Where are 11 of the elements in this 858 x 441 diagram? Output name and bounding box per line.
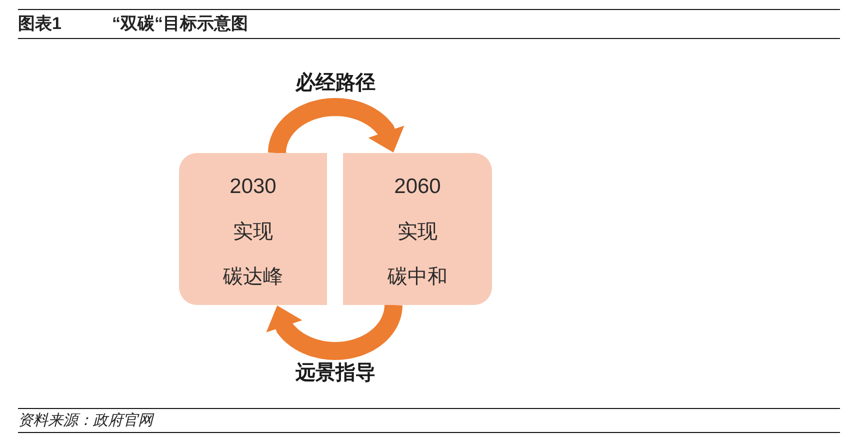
- goal-box: [343, 153, 492, 305]
- year-text: 2030: [228, 174, 278, 200]
- figure-number: 图表1: [18, 13, 62, 35]
- goal-text: 碳达峰: [222, 265, 284, 290]
- source-note: 资料来源：政府官网: [18, 411, 153, 431]
- goal-box: [179, 153, 327, 305]
- goal-text: 实现: [396, 220, 438, 245]
- goal-text: 实现: [232, 220, 274, 245]
- goal-text: 碳中和: [386, 265, 448, 290]
- chart-title: “双碳“目标示意图: [112, 13, 248, 35]
- year-text: 2060: [393, 174, 442, 200]
